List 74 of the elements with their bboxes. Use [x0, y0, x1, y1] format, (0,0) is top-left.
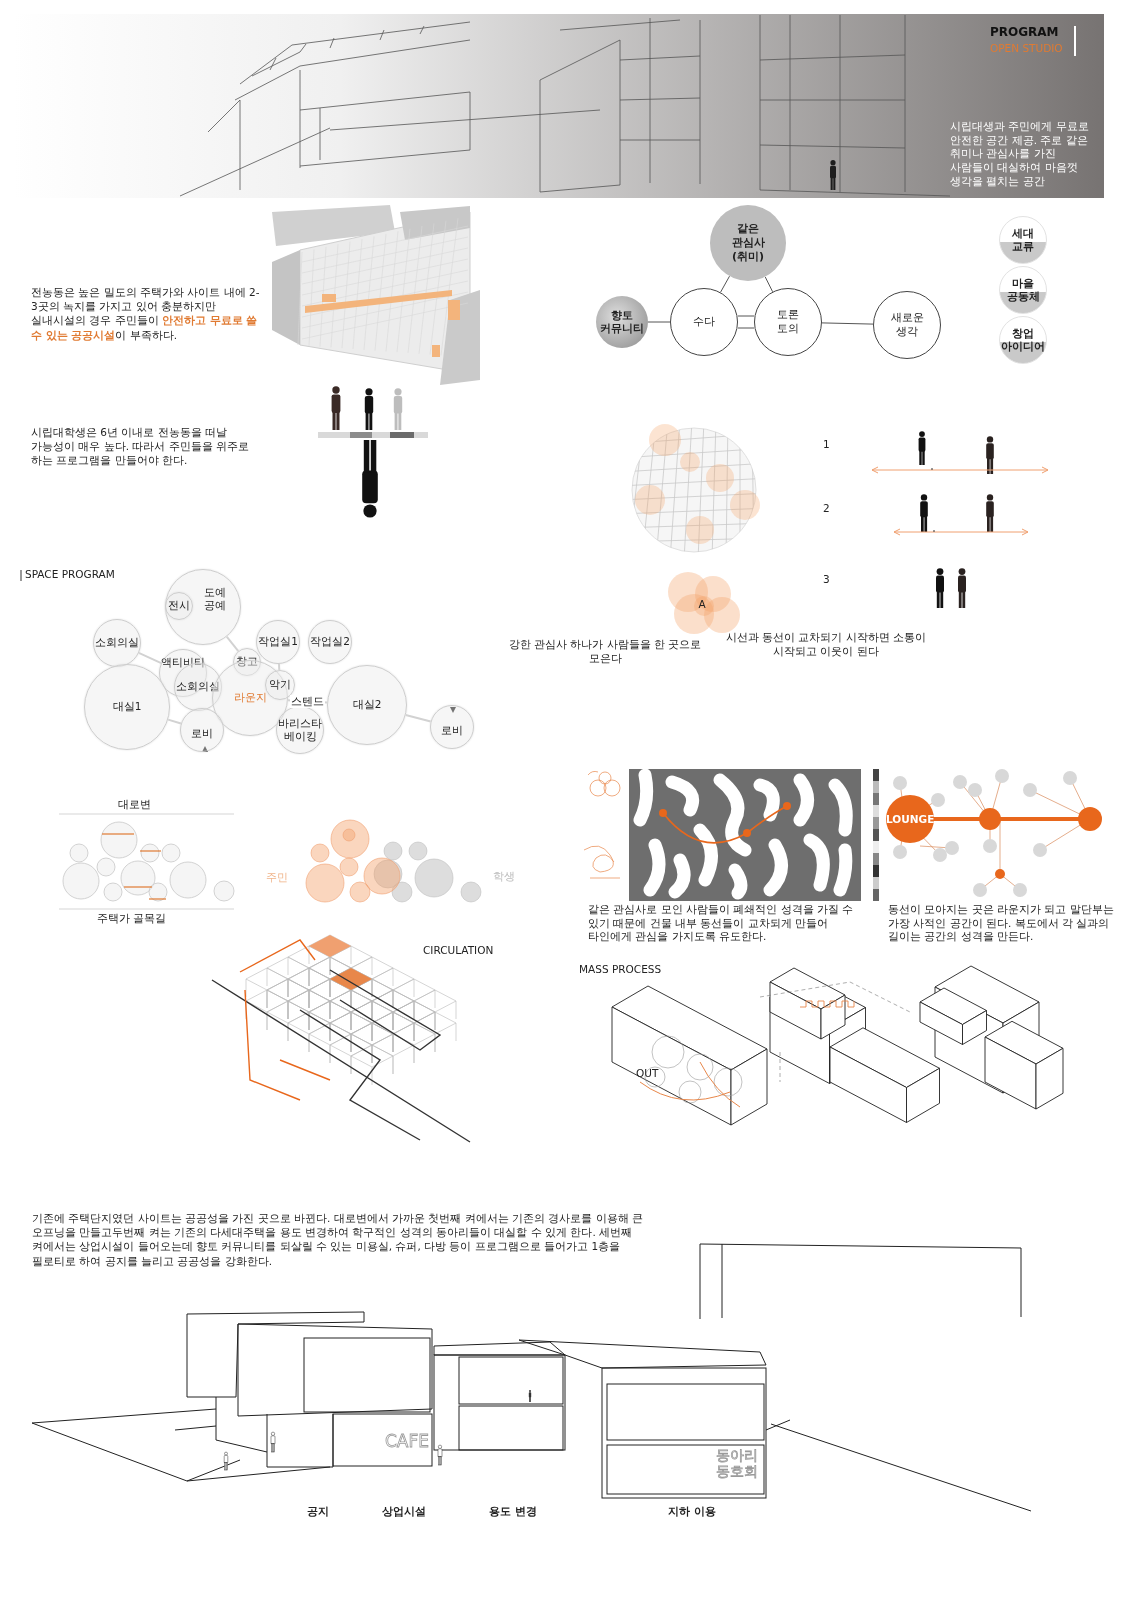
- bubble-label: 토론 토의: [776, 308, 800, 336]
- connector-line: [647, 321, 671, 323]
- connector-line: [137, 651, 163, 665]
- step-number: 2: [823, 501, 830, 516]
- space-label: OUT: [636, 1066, 659, 1081]
- step-number: 3: [823, 572, 830, 587]
- bubble-label: 향토 커뮤니티: [599, 308, 645, 336]
- bubble-label: 소회의실: [176, 680, 220, 694]
- street-label: 주택가 골목길: [96, 911, 166, 926]
- bubble-label: 로비: [191, 727, 213, 741]
- result-bubble: [999, 316, 1047, 364]
- section-title: MASS PROCESS: [579, 962, 662, 977]
- paragraph: 기존에 주택단지였던 사이트는 공공성을 가진 곳으로 바뀐다. 대로변에서 가까운 첫번째 켜에서는 기존의 경사로를 이용해 큰 오프닝을 만들고두번째 켜는 기존의 다세대주택을 용도 변경하여 학구적인 성격의 동아리들이 대실할 수 있게 한다. 세번째 켜에서는 상업시설이 들어오는데 향토 커뮤니티를 되살릴 수 있는 미용실, 슈퍼, 다방 등이 프로그램으로 들어가고 1층을 필로티로 하여 공지를 늘리고 공공성을 강화한다.: [32, 1211, 645, 1268]
- room-bubble: [256, 620, 300, 664]
- caption: 강한 관심사 하나가 사람들을 한 곳으로 모은다: [507, 637, 703, 666]
- connector-line: [821, 322, 874, 325]
- bubble-label: 새로운 생각: [889, 311, 925, 339]
- bubble-label: 소회의실: [95, 636, 139, 650]
- bubble-label: 마을 공동체: [1005, 276, 1041, 304]
- room-bubble: [430, 705, 474, 749]
- bubble-label: 악기: [269, 678, 291, 692]
- paragraph: 전농동은 높은 밀도의 주택가와 사이트 내에 2-3곳의 녹지를 가지고 있어 충분하지만 실내시설의 경우 주민들이 안전하고 무료로 쓸 수 있는 공공시설이 부족하다.: [31, 285, 261, 342]
- outlined-sign-text: 동아리 동호회: [716, 1447, 759, 1480]
- connector-line: [225, 635, 240, 653]
- connector-line: [764, 276, 774, 293]
- paragraph: 시립대학생은 6년 이내로 전농동을 떠날 가능성이 매우 높다. 따라서 주민들을 위주로 하는 프로그램을 만들어야 한다.: [31, 425, 251, 468]
- room-bubble: [308, 620, 352, 664]
- bubble-label: 세대 교류: [1011, 226, 1035, 254]
- bubble-label: 수다: [693, 315, 715, 329]
- bubble-label: 대실2: [352, 698, 382, 712]
- bubble-label: 창고: [236, 655, 258, 669]
- connector-line: [720, 275, 730, 293]
- section-label: 용도 변경: [489, 1504, 537, 1519]
- photo-bubble: [596, 296, 648, 348]
- room-bubble: [93, 619, 141, 667]
- bubble-label: 로비: [441, 724, 463, 738]
- heading: PROGRAM: [990, 24, 1059, 41]
- room-bubble: [165, 592, 193, 620]
- bubble-label: 바리스타 베이킹: [277, 716, 323, 744]
- room-bubble: [276, 706, 324, 754]
- bubble-label: 같은 관심사 (취미): [730, 222, 766, 264]
- bubble-label: 창업 아이디어: [1000, 326, 1046, 354]
- result-bubble: [999, 266, 1047, 314]
- caption: 동선이 모아지는 곳은 라운지가 되고 말단부는 가장 사적인 공간이 된다. 복도에서 각 실과의 길이는 공간의 성격을 만든다.: [888, 903, 1115, 944]
- bubble-label: 라운지: [233, 691, 267, 705]
- section-label: 상업시설: [382, 1504, 426, 1519]
- subheading: OPEN STUDIO: [990, 41, 1063, 56]
- connector-line: [278, 663, 281, 671]
- bubble-label: 작업실2: [310, 635, 350, 649]
- group-label: 주민: [266, 870, 288, 885]
- section-label: 지하 이용: [668, 1504, 716, 1519]
- group-label: 학생: [493, 869, 515, 884]
- section-title: CIRCULATION: [423, 943, 494, 958]
- connector-line: [737, 315, 755, 329]
- paragraph: 시립대생과 주민에게 무료로 안전한 공간 제공. 주로 같은 취미나 관심사를 가진 사람들이 대실하여 마음껏 생각을 펼치는 공간: [950, 120, 1090, 189]
- bubble-label: 대실1: [112, 700, 142, 714]
- bubble-label: 전시: [168, 599, 190, 613]
- room-bubble: [180, 708, 224, 752]
- street-label: 대로변: [117, 797, 151, 812]
- step-number: 1: [823, 437, 830, 452]
- caption: 시선과 동선이 교차되기 시작하면 소통이 시작되고 이웃이 된다: [724, 630, 928, 659]
- result-bubble: [999, 216, 1047, 264]
- section-title: SPACE PROGRAM: [25, 567, 115, 582]
- connector-line: [404, 714, 432, 723]
- caption: 같은 관심사로 모인 사람들이 폐쇄적인 성격을 가질 수 있기 때문에 건물 내부 동선들이 교차되게 만들어 타인에게 관심을 가지도록 유도한다.: [588, 903, 855, 944]
- node-label: LOUNGE: [886, 812, 935, 827]
- bubble-label: 작업실1: [258, 635, 298, 649]
- bubble-label: 액티비티: [161, 656, 205, 670]
- edge-label: 스텐드: [290, 694, 325, 708]
- outlined-sign-text: CAFE: [385, 1430, 430, 1453]
- connector-line: [167, 718, 182, 725]
- bubble-label: 도예 공예: [203, 585, 227, 613]
- section-label: 공지: [307, 1504, 329, 1519]
- point-label: A: [698, 597, 706, 612]
